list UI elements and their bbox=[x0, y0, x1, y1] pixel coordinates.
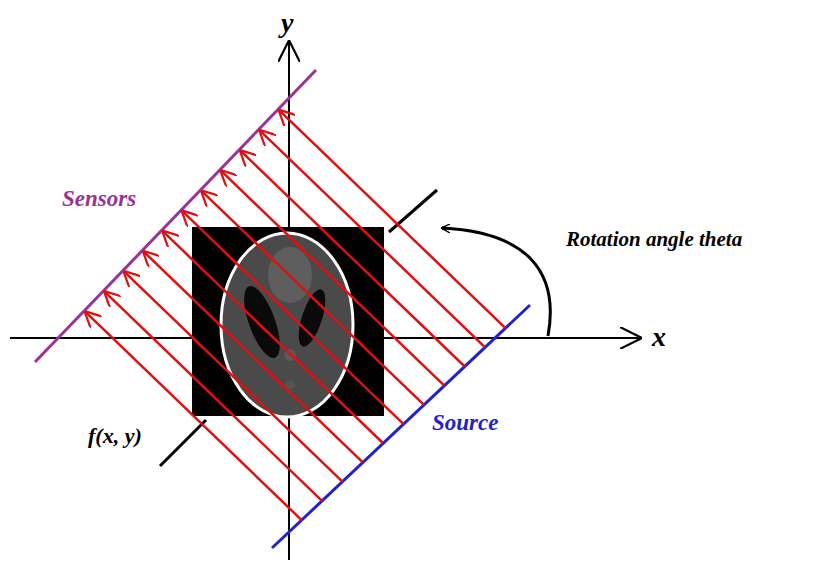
x-ray bbox=[221, 171, 444, 386]
x-ray bbox=[144, 252, 363, 463]
axis-label: x bbox=[652, 322, 666, 353]
x-ray bbox=[280, 111, 506, 328]
sensor-line bbox=[35, 70, 316, 362]
rotation-label: Rotation angle theta bbox=[566, 228, 742, 251]
x-ray bbox=[86, 312, 302, 520]
x-ray bbox=[105, 292, 322, 501]
x-ray bbox=[163, 232, 383, 444]
x-ray bbox=[260, 131, 485, 347]
x-ray bbox=[124, 272, 342, 482]
rotated-axis bbox=[160, 420, 206, 466]
ray-group bbox=[86, 111, 506, 520]
source-label: Source bbox=[432, 410, 498, 435]
sensor-label: Sensors bbox=[62, 186, 136, 211]
source-line bbox=[272, 305, 530, 548]
rotated-axis bbox=[389, 190, 437, 232]
axis-label: y bbox=[281, 8, 293, 39]
x-ray bbox=[241, 151, 465, 366]
function-label: f(x, y) bbox=[88, 424, 142, 448]
object-square bbox=[192, 227, 384, 416]
x-ray bbox=[202, 191, 424, 405]
x-ray bbox=[183, 211, 404, 424]
rotation-arrow bbox=[442, 228, 550, 336]
